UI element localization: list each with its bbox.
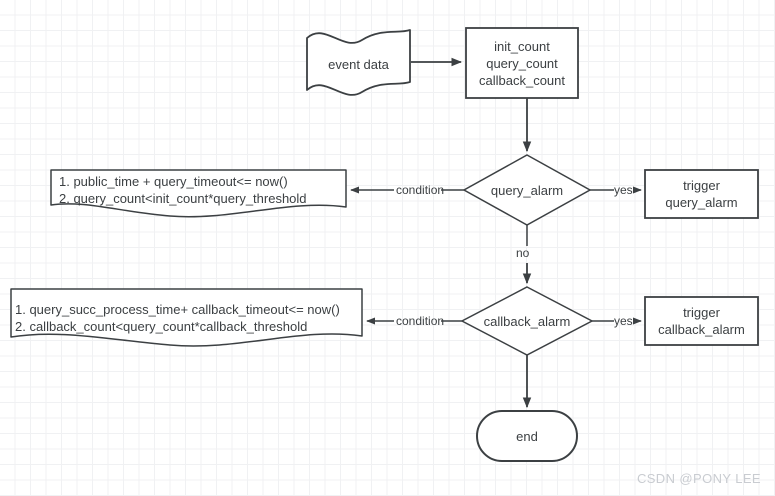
edge-label-query-condition: condition <box>396 183 444 197</box>
edge-label-query-yes: yes <box>614 183 633 197</box>
query-no-edge-text: no <box>516 246 530 260</box>
query-condition-edge-text: condition <box>396 183 445 197</box>
end-node-shape <box>476 410 578 462</box>
edge-label-callback-condition: condition <box>396 314 444 328</box>
callback-condition-doc-shape <box>10 288 363 347</box>
callback-alarm-diamond-shape <box>460 286 594 356</box>
trigger-query-alarm-box-shape <box>644 169 759 219</box>
watermark: CSDN @PONY LEE <box>636 471 761 486</box>
trigger-callback-alarm-box-shape <box>644 296 759 346</box>
query-alarm-diamond-shape <box>462 154 592 226</box>
event-data-shape <box>306 29 411 96</box>
query-yes-edge-text: yes <box>614 183 633 197</box>
counts-box-shape <box>465 27 579 99</box>
callback-condition-edge-text: condition <box>396 314 445 328</box>
edge-label-callback-yes: yes <box>614 314 633 328</box>
query-condition-doc-shape <box>50 169 347 218</box>
callback-yes-edge-text: yes <box>614 314 633 328</box>
edge-label-query-no: no <box>516 246 529 260</box>
